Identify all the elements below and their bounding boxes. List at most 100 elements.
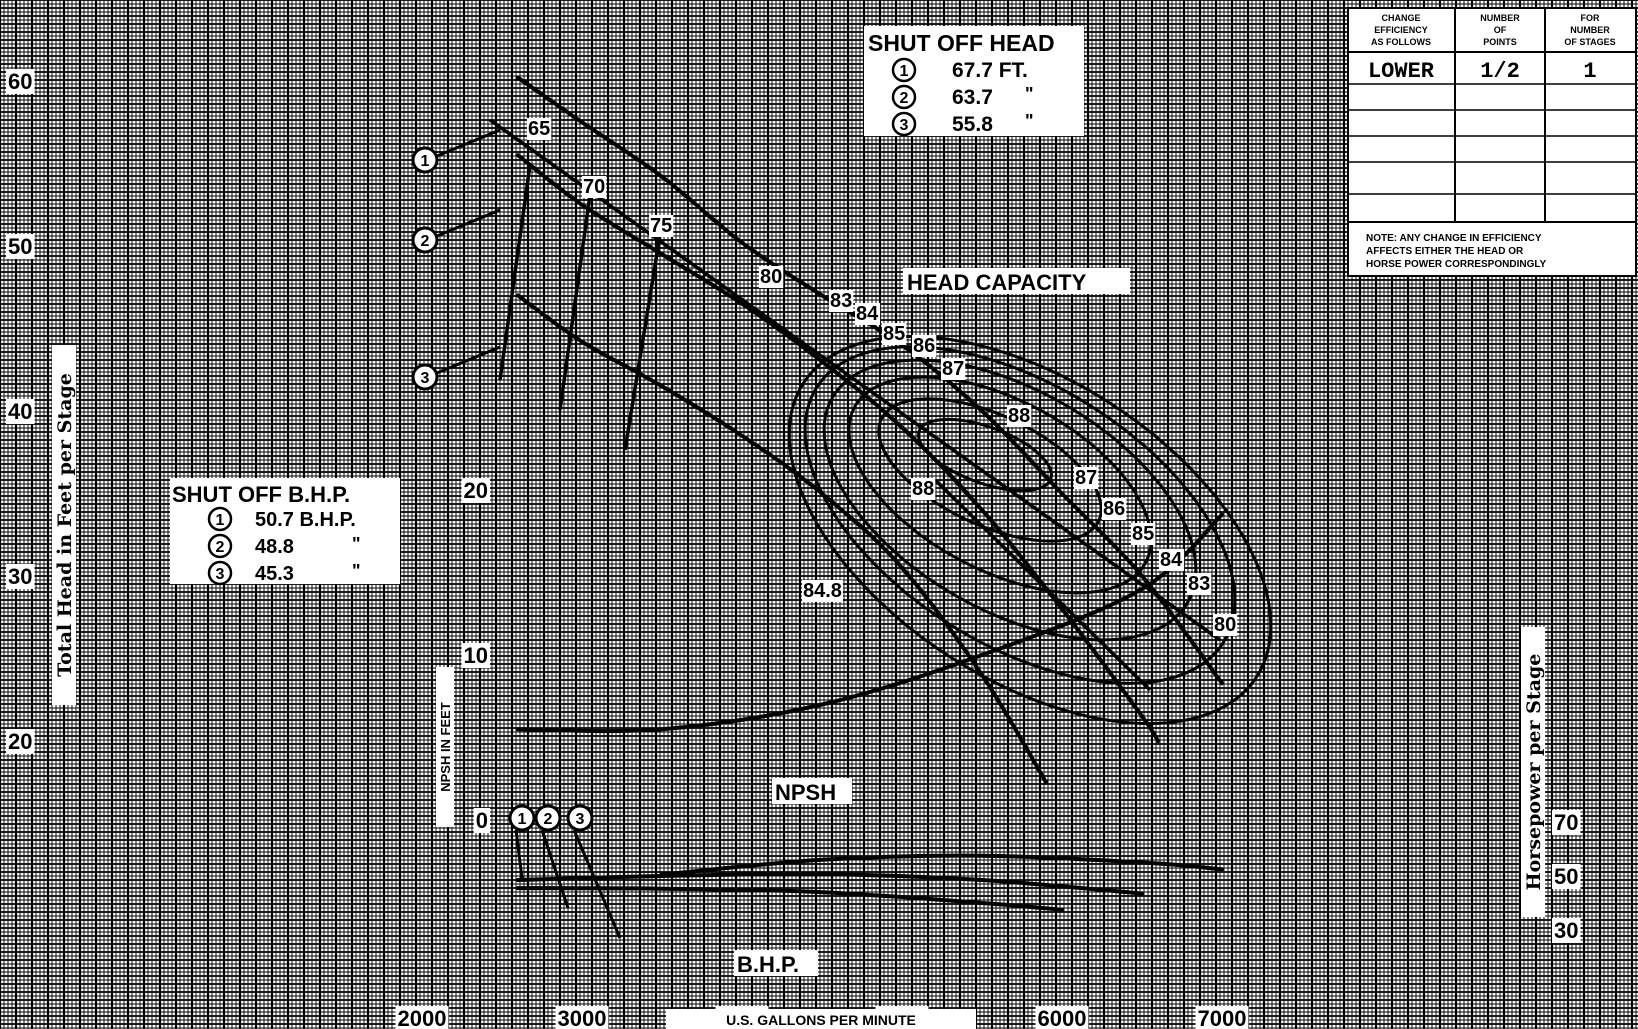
shut-off-bhp-row: 1 50.7 B.H.P.	[207, 506, 356, 532]
svg-text:NUMBER: NUMBER	[1480, 13, 1520, 23]
svg-text:3: 3	[216, 566, 225, 583]
impeller-marker-icon	[566, 804, 594, 832]
efficiency-contour	[917, 417, 1053, 493]
efficiency-label: 84	[856, 303, 879, 325]
tick-label: 2000	[398, 1006, 447, 1029]
svg-text:1: 1	[900, 63, 909, 80]
tick-label: 70	[1554, 810, 1578, 835]
curve-head-2	[516, 153, 1160, 743]
svg-text:": "	[1025, 111, 1034, 131]
efficiency-label: 70	[583, 176, 605, 198]
efficiency-label: 83	[830, 290, 852, 312]
efficiency-label: 65	[528, 118, 550, 140]
svg-text:NUMBER: NUMBER	[1570, 25, 1610, 35]
table-cell: 1	[1583, 59, 1596, 84]
svg-text:2: 2	[216, 539, 225, 556]
efficiency-contour	[847, 375, 1153, 595]
tick-label: 20	[464, 478, 488, 503]
shut-off-head-row: 3 55.8 "	[891, 111, 1034, 137]
svg-text:2: 2	[900, 90, 909, 107]
shut-off-bhp-row: 3 45.3 "	[207, 560, 361, 586]
impeller-marker-label: 2	[544, 811, 553, 828]
svg-text:": "	[1025, 84, 1034, 104]
tick-label: 50	[1554, 864, 1578, 889]
left-axis-title: Total Head in Feet per Stage	[54, 373, 76, 677]
curve-bhp-2	[516, 871, 1144, 896]
impeller-marker-label: 3	[576, 811, 585, 828]
tick-label: 50	[8, 234, 32, 259]
left-axis-title-group: Total Head in Feet per Stage	[52, 345, 76, 705]
shut-off-bhp-box: SHUT OFF B.H.P. 1 50.7 B.H.P. 2 48.8 " 3…	[170, 478, 400, 586]
svg-text:OF STAGES: OF STAGES	[1564, 37, 1615, 47]
efficiency-label: 80	[760, 266, 782, 288]
tick-label: 30	[8, 564, 32, 589]
efficiency-contour	[787, 334, 1273, 726]
svg-text:1: 1	[216, 512, 225, 529]
svg-text:AS FOLLOWS: AS FOLLOWS	[1371, 37, 1431, 47]
tick-label: 60	[8, 69, 32, 94]
efficiency-label: 88	[1008, 405, 1030, 427]
tick-label: 30	[1554, 918, 1578, 943]
right-axis-title-group: Horsepower per Stage	[1521, 627, 1545, 917]
impeller-leader-line	[514, 829, 524, 879]
svg-text:": "	[352, 561, 361, 581]
efficiency-label: 75	[650, 215, 672, 237]
svg-text:OF: OF	[1494, 25, 1507, 35]
table-header-cell: NUMBER OF POINTS	[1480, 13, 1520, 47]
impeller-marker-icon	[891, 84, 917, 110]
table-header-cell: FOR NUMBER OF STAGES	[1564, 13, 1615, 47]
tick-label: 20	[8, 729, 32, 754]
svg-text:45.3: 45.3	[255, 563, 294, 585]
tick-label: 3000	[558, 1006, 607, 1029]
impeller-marker-label: 1	[518, 811, 527, 828]
impeller-marker-icon	[891, 57, 917, 83]
curve-bhp-3	[516, 886, 1064, 912]
npsh-axis-title: NPSH IN FEET	[438, 702, 453, 792]
impeller-leader-line	[572, 829, 622, 939]
table-note: NOTE: ANY CHANGE IN EFFICIENCY AFFECTS E…	[1366, 233, 1547, 270]
curve-npsh-npsh	[516, 512, 1224, 734]
bhp-curve-label: B.H.P.	[737, 952, 799, 977]
efficiency-iso-line	[558, 194, 592, 411]
impeller-marker-icon	[534, 804, 562, 832]
efficiency-iso-line	[933, 478, 1152, 692]
efficiency-label: 85	[883, 323, 905, 345]
efficiency-label: 85	[1132, 523, 1154, 545]
efficiency-contour	[803, 345, 1237, 685]
impeller-leader-line	[436, 345, 501, 375]
efficiency-label: 88	[912, 478, 934, 500]
curve-bhp-1	[660, 853, 1224, 877]
svg-text:NOTE: ANY CHANGE IN EFFICIENCY: NOTE: ANY CHANGE IN EFFICIENCY	[1366, 233, 1542, 244]
shut-off-head-row: 1 67.7 FT.	[891, 57, 1028, 83]
x-axis-title: U.S. GALLONS PER MINUTE	[726, 1012, 916, 1028]
impeller-marker-icon	[411, 363, 439, 391]
efficiency-label: 87	[1075, 467, 1097, 489]
tick-label: 0	[476, 808, 488, 833]
impeller-marker-icon	[207, 560, 233, 586]
efficiency-label: 87	[942, 358, 964, 380]
head-capacity-label: HEAD CAPACITY	[907, 270, 1087, 295]
svg-text:55.8: 55.8	[952, 113, 993, 136]
impeller-marker-label: 3	[421, 370, 430, 387]
svg-text:48.8: 48.8	[255, 536, 294, 558]
impeller-marker-icon	[411, 226, 439, 254]
impeller-marker-icon	[508, 804, 536, 832]
efficiency-label: 84.8	[803, 580, 842, 602]
efficiency-label: 86	[913, 335, 935, 357]
shut-off-bhp-row: 2 48.8 "	[207, 533, 361, 559]
efficiency-contour	[822, 358, 1198, 642]
svg-text:CHANGE: CHANGE	[1381, 13, 1420, 23]
efficiency-label: 86	[1103, 498, 1125, 520]
efficiency-iso-line	[488, 118, 1222, 642]
impeller-leader-line	[436, 208, 501, 238]
efficiency-label: 80	[1214, 614, 1236, 636]
efficiency-label: 83	[1188, 573, 1210, 595]
svg-text:67.7 FT.: 67.7 FT.	[952, 59, 1028, 82]
right-axis-title: Horsepower per Stage	[1523, 654, 1545, 891]
tick-label: 40	[8, 399, 32, 424]
impeller-leader-line	[436, 128, 501, 158]
svg-text:EFFICIENCY: EFFICIENCY	[1374, 25, 1428, 35]
efficiency-iso-line	[498, 164, 532, 381]
